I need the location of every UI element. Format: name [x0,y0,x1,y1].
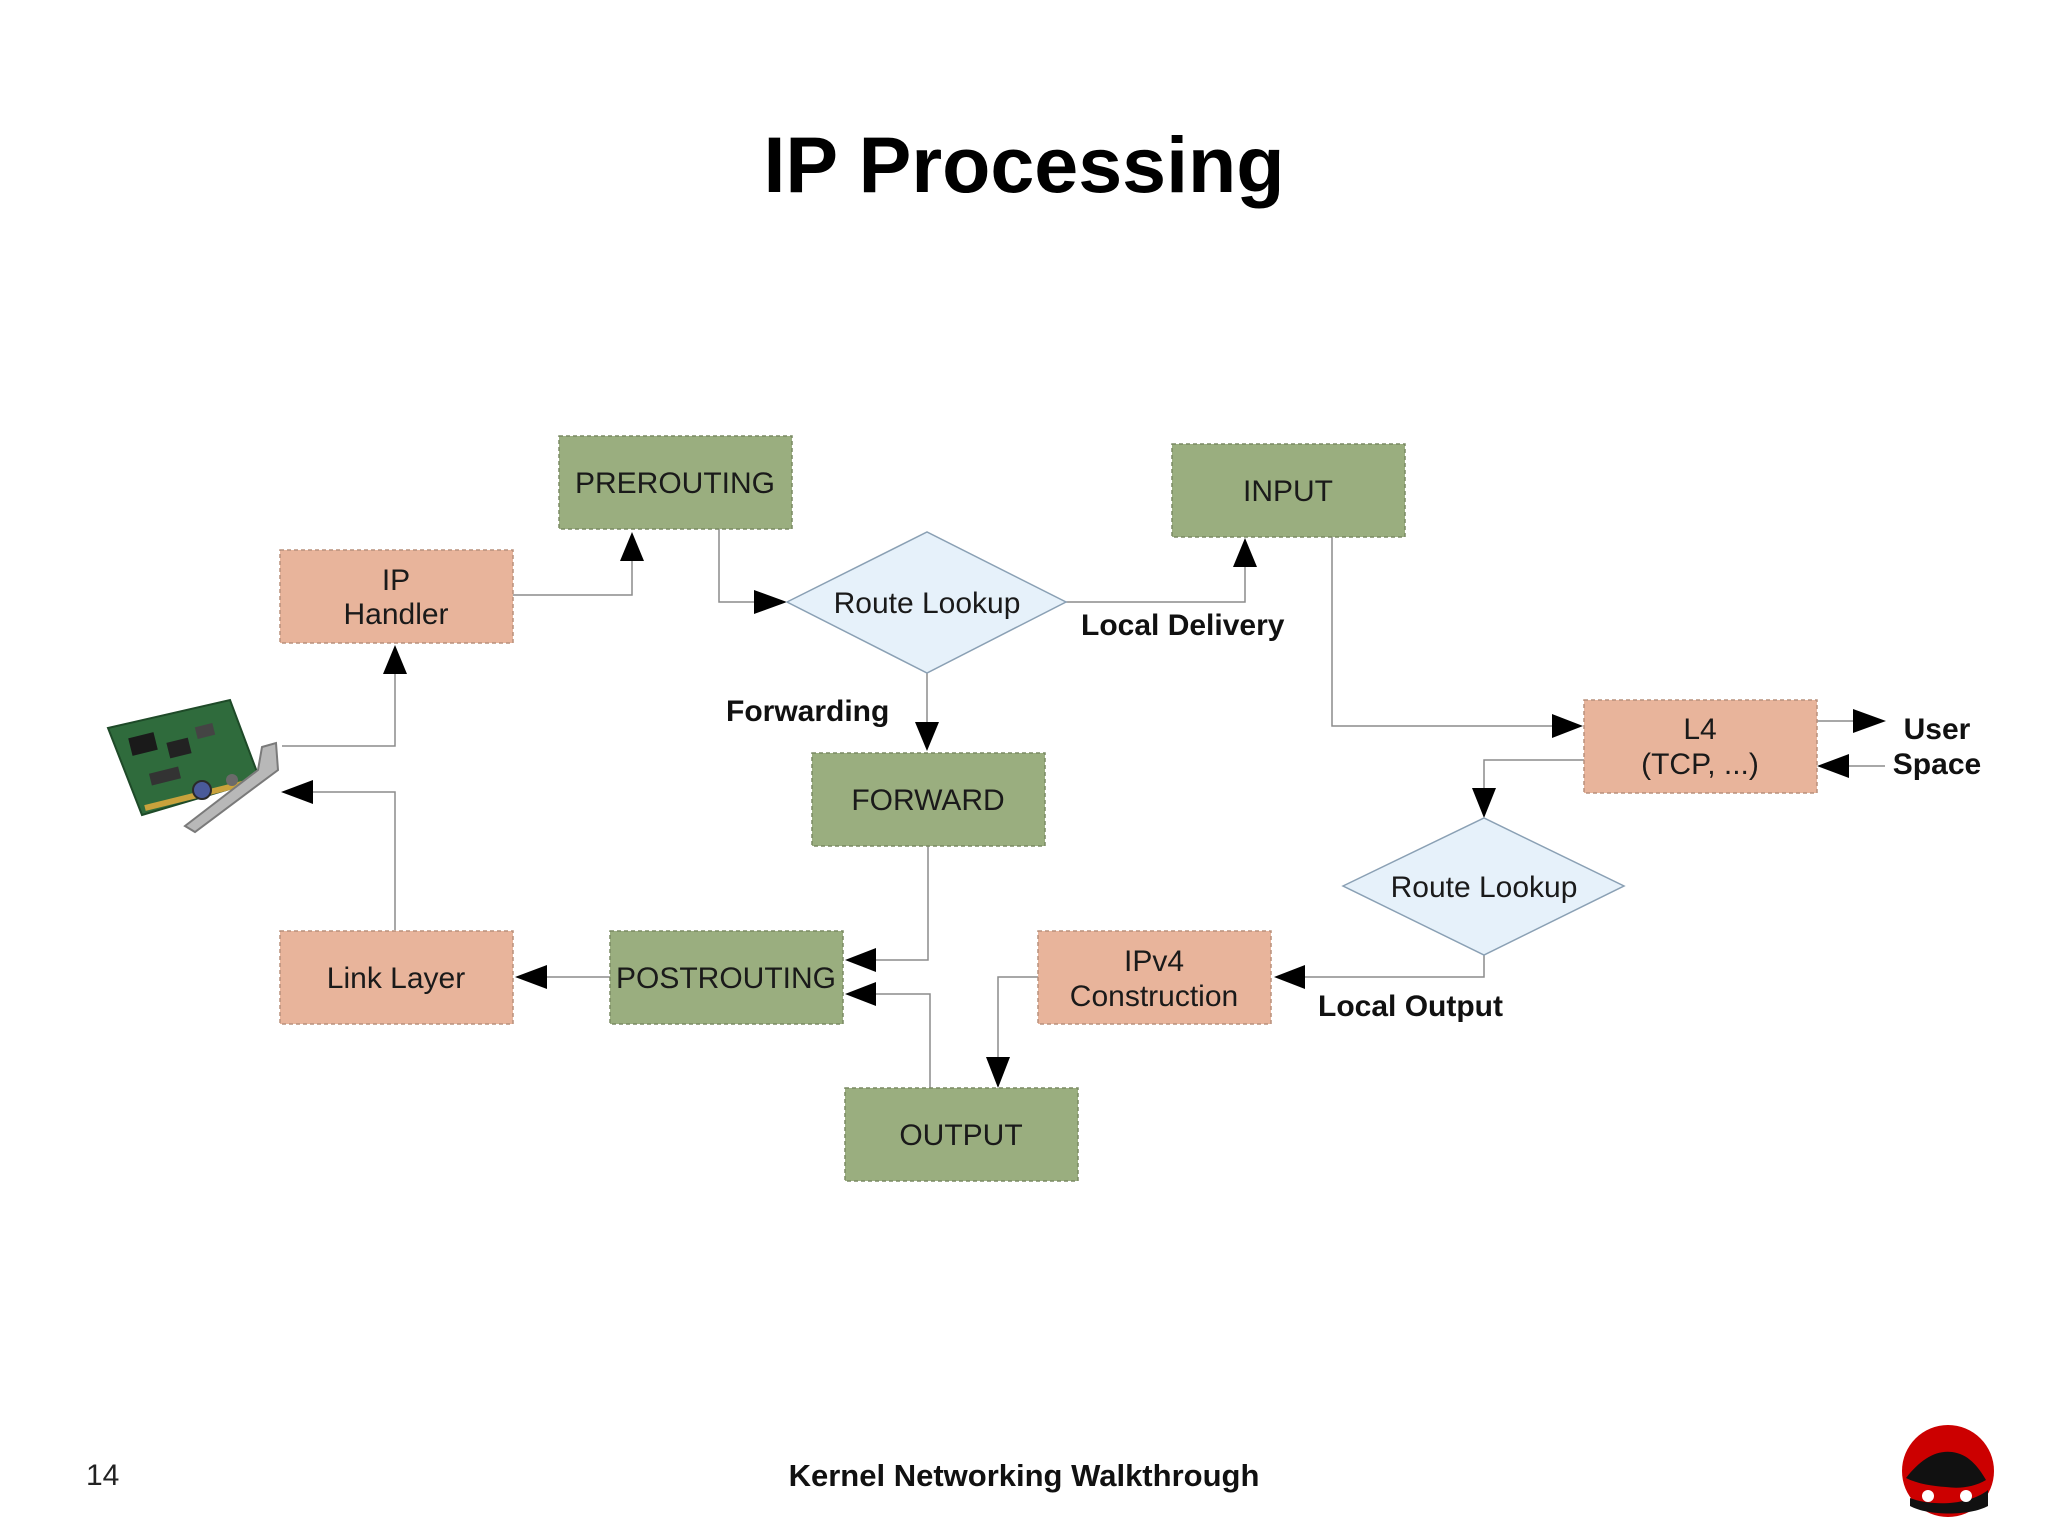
ip-handler-label-line2: Handler [343,598,448,631]
input-label: INPUT [1243,475,1333,508]
route-lookup-top-label: Route Lookup [834,587,1021,620]
page-number: 14 [86,1459,120,1492]
prerouting-label: PREROUTING [575,467,775,500]
footer-title: Kernel Networking Walkthrough [788,1458,1260,1493]
arrowhead-forward [915,722,939,751]
slide-title: IP Processing [763,120,1285,209]
node-forward: FORWARD [811,752,1046,847]
ipv4-label-line2: Construction [1070,980,1238,1013]
arrowheads [281,532,1886,1088]
node-postrouting: POSTROUTING [609,930,844,1025]
node-output: OUTPUT [844,1087,1079,1182]
edge-nic-to-ip-handler [282,650,396,747]
postrouting-label: POSTROUTING [616,962,836,995]
edge-ipv4-to-output [997,976,1038,1060]
l4-label-line2: (TCP, ...) [1641,748,1759,781]
edge-output-to-postrouting [874,993,931,1088]
node-link-layer: Link Layer [279,930,514,1025]
edge-forward-to-postrouting [874,846,929,961]
forward-label: FORWARD [851,784,1004,817]
route-lookup-bottom-label: Route Lookup [1391,871,1578,904]
node-prerouting: PREROUTING [558,435,793,530]
arrowhead-input [1233,538,1257,567]
arrowhead-l4-return [1817,754,1849,778]
ipv4-label-line1: IPv4 [1124,945,1184,978]
arrowhead-user-space [1853,709,1886,733]
edge-l4-to-route-lookup [1483,759,1584,798]
local-delivery-label: Local Delivery [1081,609,1285,642]
l4-label-line1: L4 [1683,713,1716,746]
node-input: INPUT [1171,443,1406,538]
local-output-label: Local Output [1318,990,1503,1023]
edge-route-lookup-to-ipv4 [1305,955,1485,978]
arrowhead-output [986,1057,1010,1088]
forwarding-label: Forwarding [726,695,889,728]
arrowhead-prerouting [620,532,644,561]
arrowhead-nic [281,780,313,804]
arrowhead-ipv4 [1274,965,1305,989]
link-layer-label: Link Layer [327,962,465,995]
ip-handler-label-line1: IP [382,564,410,597]
user-space-label-line1: User [1904,713,1971,746]
output-label: OUTPUT [899,1119,1022,1152]
edge-prerouting-to-route-lookup [718,527,762,603]
connectors [282,527,1885,1088]
edge-input-to-l4 [1331,535,1556,727]
node-l4: L4 (TCP, ...) [1583,699,1818,794]
arrowhead-l4 [1552,714,1583,738]
user-space-label-line2: Space [1893,748,1981,781]
node-route-lookup-top: Route Lookup [785,531,1068,674]
arrowhead-route-lookup-bottom [1472,788,1496,818]
arrowhead-route-lookup [754,590,787,614]
arrowhead-ip-handler [383,645,407,674]
arrowhead-link-layer [515,965,547,989]
arrowhead-postrouting-output [845,982,876,1006]
node-ipv4-construction: IPv4 Construction [1037,930,1272,1025]
node-route-lookup-bottom: Route Lookup [1341,817,1626,956]
arrowhead-postrouting-forward [845,948,876,972]
red-hat-logo [1902,1425,1994,1517]
network-card-icon [106,698,280,834]
node-ip-handler: IP Handler [279,549,514,644]
edge-route-lookup-to-input [1066,542,1246,603]
edge-ip-handler-to-prerouting [512,538,633,596]
edge-link-layer-to-nic [310,791,396,930]
